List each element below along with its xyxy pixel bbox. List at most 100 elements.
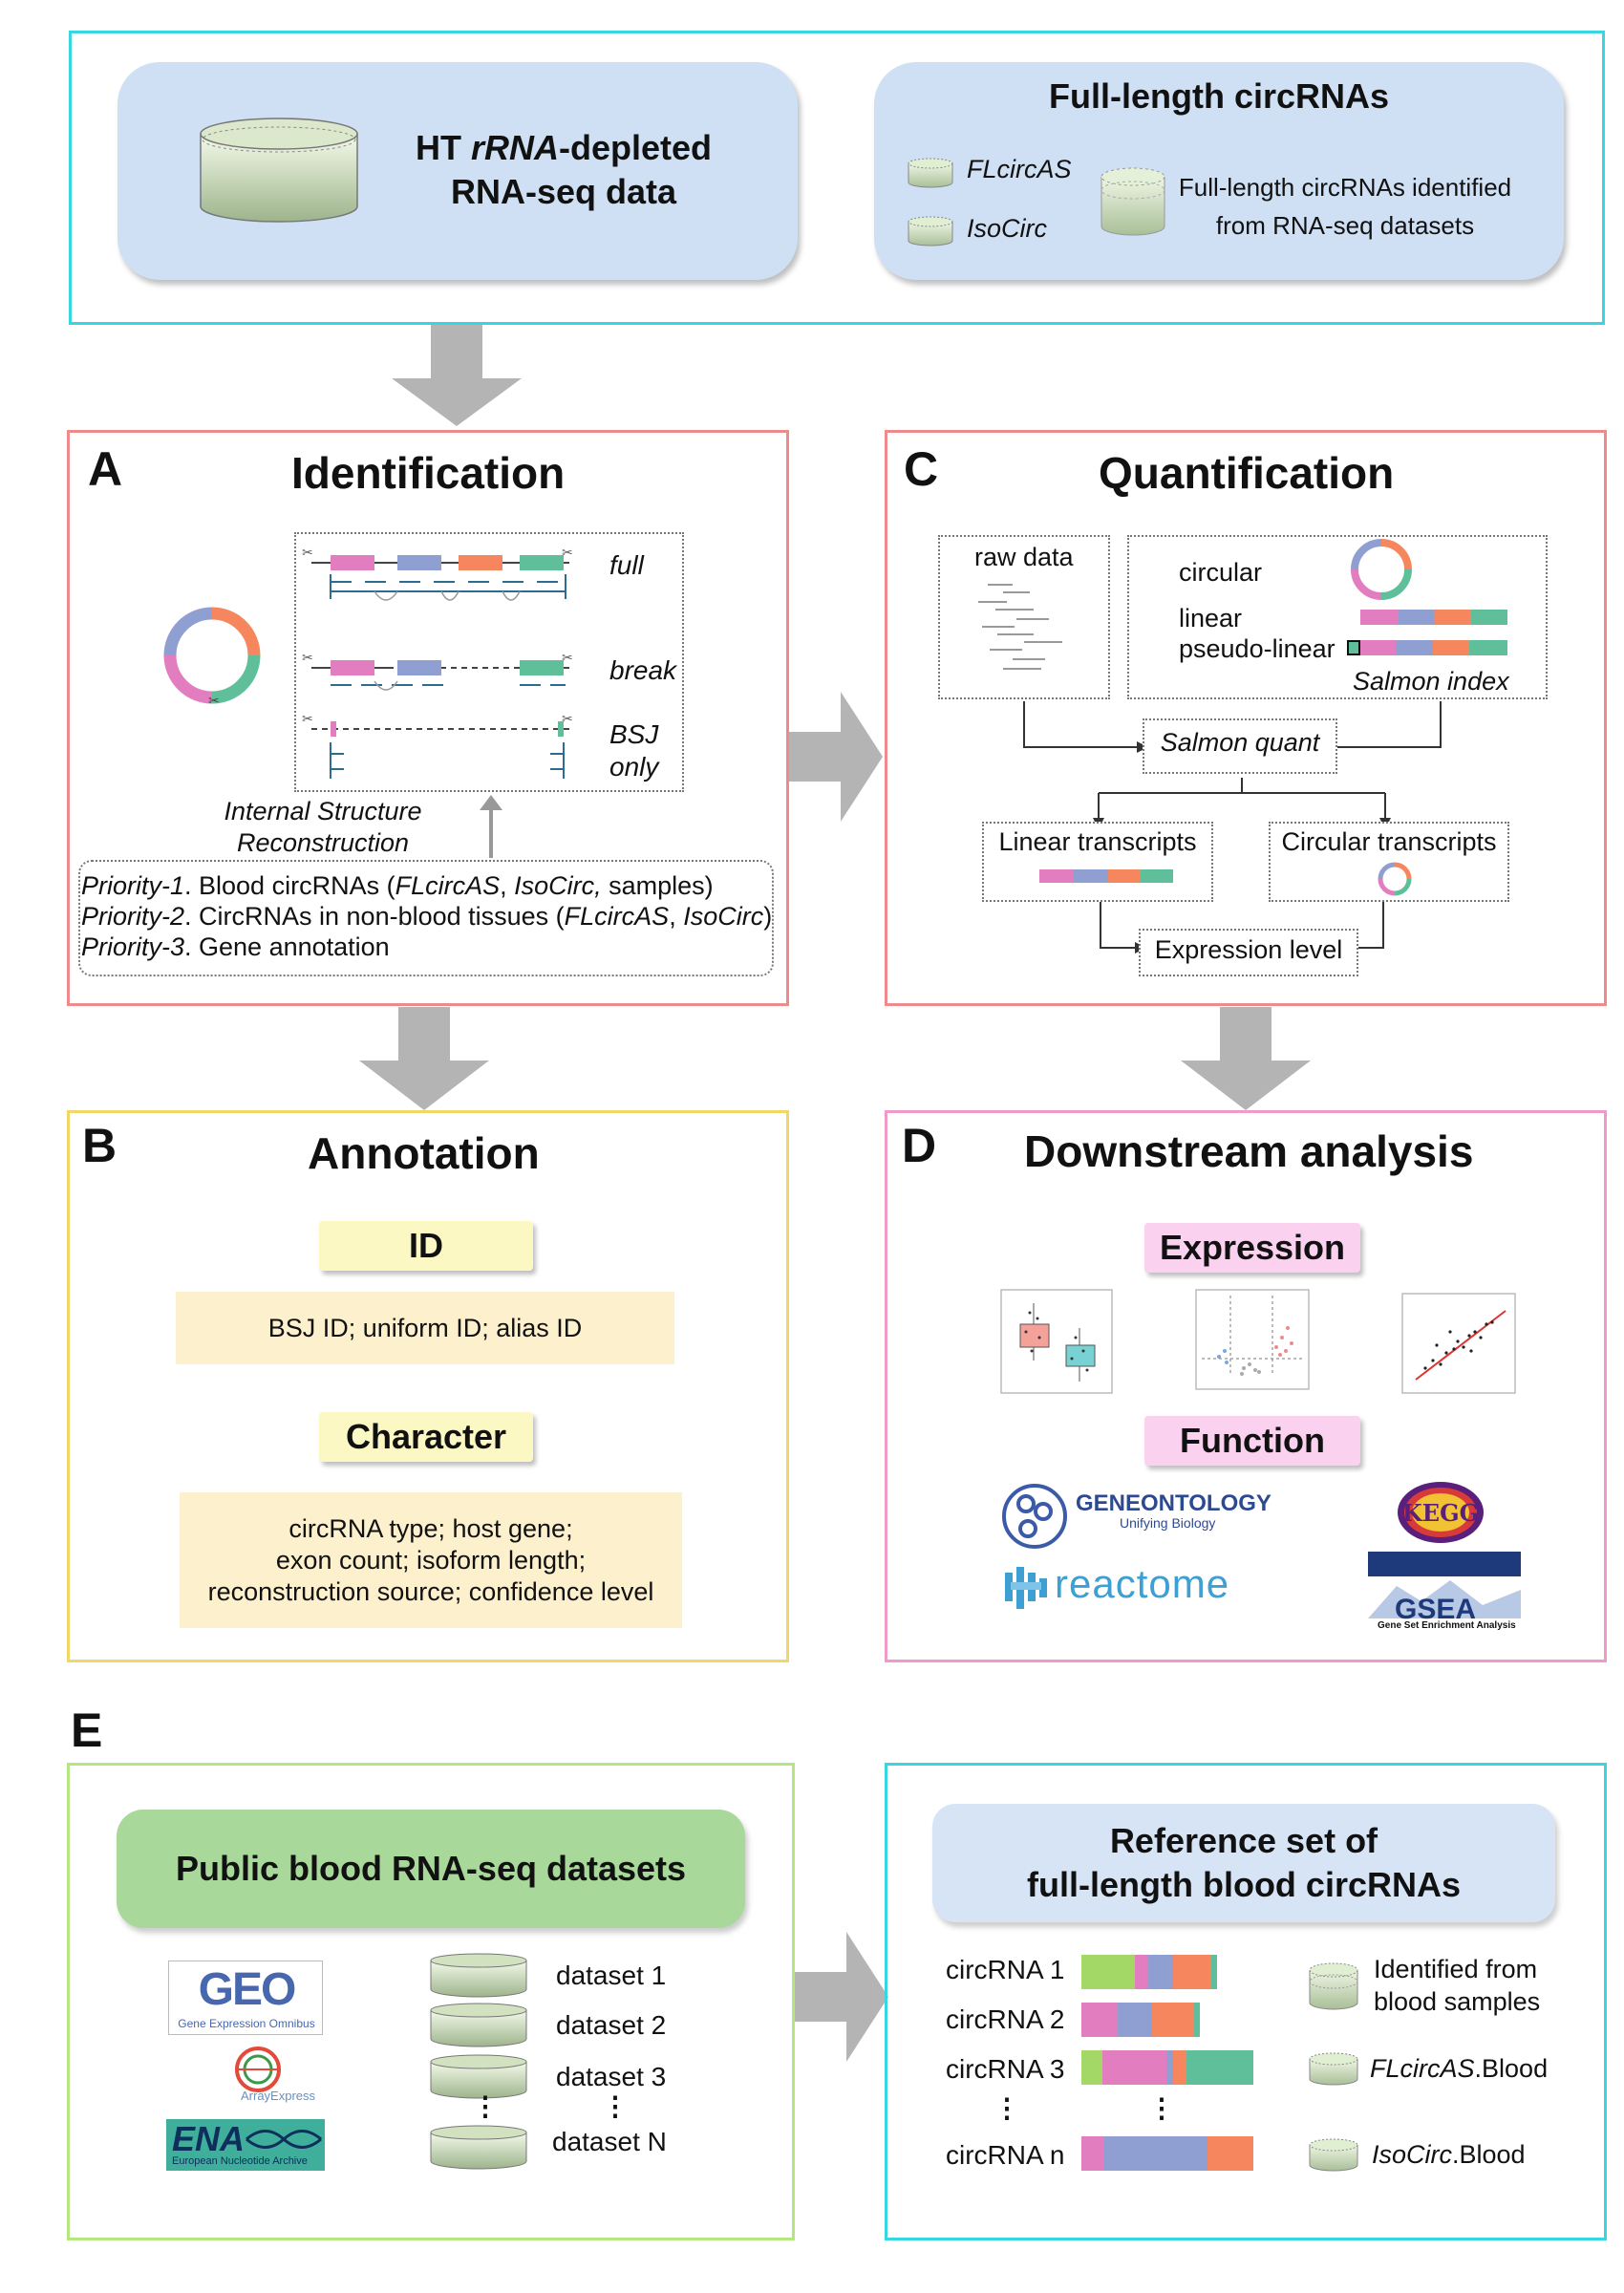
mode-break-label: break	[609, 655, 677, 685]
reactome-name: reactome	[1055, 1561, 1230, 1606]
ena-sub-text: European Nucleotide Archive	[172, 2155, 308, 2167]
circular-transcripts-box	[1269, 822, 1509, 902]
linear-transcripts-box	[982, 822, 1213, 902]
geo-logo-icon: GEO Gene Expression Omnibus	[168, 1961, 323, 2035]
isocirc-blood-db-icon	[1309, 2138, 1358, 2172]
isocirc-label: IsoCirc	[967, 214, 1048, 243]
circrna-1-bar	[1081, 1955, 1217, 1989]
raw-data-label: raw data	[974, 543, 1074, 571]
priority-1-text: Priority-1. Blood circRNAs (FLcircAS, Is…	[81, 871, 714, 900]
panel-b-letter: B	[82, 1119, 118, 1172]
dataset-dots-left: ⋮	[472, 2091, 499, 2121]
id-body: BSJ ID; uniform ID; alias ID	[176, 1292, 674, 1364]
expression-level-box	[1139, 929, 1358, 976]
dataset-n-db-icon	[430, 2125, 527, 2170]
legend-isocirc-blood: IsoCirc.Blood	[1372, 2140, 1526, 2169]
panel-a-letter: A	[88, 442, 123, 496]
gsea-text: GSEA	[1395, 1594, 1476, 1625]
boxplot-thumbnail	[1000, 1289, 1113, 1394]
expression-header: Expression	[1144, 1223, 1360, 1273]
ena-text: ENA	[172, 2119, 246, 2158]
linear-bar	[1360, 610, 1507, 625]
reactome-logo-icon	[1005, 1567, 1047, 1609]
salmon-index-label: Salmon index	[1353, 667, 1509, 696]
kegg-text: KEGG	[1402, 1499, 1479, 1527]
panel-c-frame	[885, 430, 1607, 1006]
dataset-2-label: dataset 2	[556, 2010, 667, 2040]
svg-text:✂: ✂	[562, 651, 573, 666]
arrow-right-icon	[789, 692, 883, 822]
svg-text:✂: ✂	[302, 651, 313, 666]
circrna-dots: ⋮	[994, 2093, 1020, 2123]
geo-text: GEO	[198, 1964, 297, 2015]
salmon-quant-box	[1143, 718, 1337, 774]
panel-b-frame	[67, 1110, 789, 1662]
ena-logo-icon: ENA European Nucleotide Archive	[166, 2119, 325, 2171]
expression-level-label: Expression level	[1154, 935, 1343, 964]
volcano-thumbnail	[1195, 1289, 1310, 1390]
panel-c-title: Quantification	[1099, 448, 1395, 498]
dataset-n-label: dataset N	[552, 2127, 667, 2156]
panel-e-letter: E	[71, 1704, 103, 1757]
top-frame	[69, 31, 1605, 325]
kegg-logo-icon: KEGG	[1398, 1482, 1484, 1543]
full-length-db-icon	[1100, 167, 1165, 236]
pseudo-linear-bar	[1347, 640, 1507, 655]
mode-full-label: full	[609, 550, 644, 580]
full-length-card	[874, 62, 1564, 280]
linear-transcripts-label: Linear transcripts	[998, 827, 1197, 856]
arrow-down-icon	[359, 1007, 489, 1110]
gene-ontology-logo-icon	[1002, 1484, 1067, 1549]
id-header: ID	[319, 1221, 533, 1271]
svg-text:✂: ✂	[302, 712, 313, 727]
flcircas-label: FLcircAS	[967, 155, 1072, 183]
dataset-dots-right: ⋮	[602, 2091, 629, 2121]
circular-ring-icon	[1351, 539, 1412, 600]
svg-text:✂: ✂	[302, 546, 313, 561]
dna-icon	[246, 2130, 322, 2149]
panel-e-right-frame	[885, 1763, 1607, 2240]
blood-samples-db-icon	[1309, 1962, 1358, 2010]
arrow-down-icon	[1181, 1007, 1311, 1110]
character-header: Character	[319, 1412, 533, 1462]
public-datasets-card: Public blood RNA-seq datasets	[117, 1810, 745, 1928]
geo-sub-text: Gene Expression Omnibus	[178, 2017, 315, 2030]
circrna-ring-icon: ✂	[163, 607, 261, 709]
panel-c-letter: C	[904, 442, 939, 496]
circrna-1-label: circRNA 1	[946, 1955, 1065, 1984]
arrayexpress-text: ArrayExpress	[241, 2089, 316, 2103]
legend-flcircas-blood: FLcircAS.Blood	[1370, 2054, 1549, 2083]
salmon-quant-label: Salmon quant	[1160, 728, 1320, 757]
gsea-sub-text: Gene Set Enrichment Analysis	[1378, 1620, 1516, 1631]
panel-b-title: Annotation	[308, 1128, 540, 1178]
panel-d-letter: D	[902, 1119, 937, 1172]
gene-ontology-sub: Unifying Biology	[1120, 1515, 1216, 1531]
pseudo-linear-label: pseudo-linear	[1179, 634, 1336, 663]
panel-d-title: Downstream analysis	[1024, 1126, 1474, 1176]
flcircas-blood-db-icon	[1309, 2052, 1358, 2086]
bar-dots: ⋮	[1148, 2093, 1175, 2123]
priority-3-text: Priority-3. Gene annotation	[81, 932, 390, 961]
gsea-logo-icon: GSEA Gene Set Enrichment Analysis	[1368, 1552, 1521, 1631]
dataset-2-db-icon	[430, 2003, 527, 2047]
arrow-right-icon	[795, 1932, 888, 2062]
svg-text:✂: ✂	[208, 694, 220, 709]
linear-transcript-bar	[1039, 869, 1173, 883]
function-header: Function	[1144, 1416, 1360, 1466]
panel-d-frame	[885, 1110, 1607, 1662]
reads-icon	[978, 584, 1062, 670]
circrna-n-bar	[1081, 2136, 1253, 2171]
panel-a-title: Identification	[291, 448, 566, 498]
dataset-3-db-icon	[430, 2054, 527, 2099]
isoform-structures: ✂ ✂ ✂ ✂ ✂ ✂	[302, 546, 573, 779]
arrayexpress-logo-icon: ArrayExpress	[235, 2047, 316, 2103]
circular-transcript-icon	[1378, 862, 1412, 896]
gene-ontology-name: GENEONTOLOGY	[1076, 1490, 1271, 1516]
panel-a-frame	[67, 430, 789, 1006]
panel-e-left-frame	[67, 1763, 795, 2240]
database-icon	[200, 118, 358, 223]
